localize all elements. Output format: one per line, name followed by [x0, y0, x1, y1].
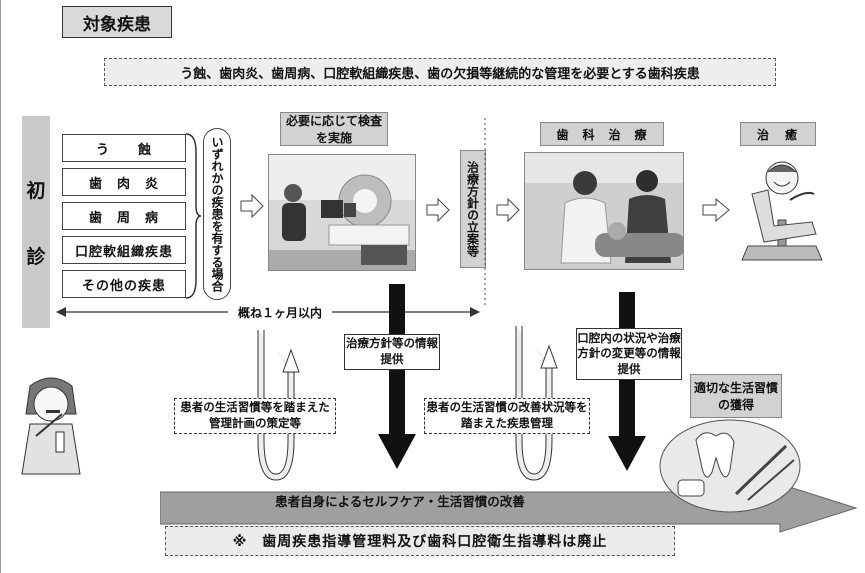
info-arrow-1-icon	[378, 284, 416, 469]
cure-label: 治 癒	[740, 122, 816, 146]
disease-brace	[185, 133, 202, 299]
info-arrow-2-icon	[608, 292, 646, 471]
management-plan-note: 患者の生活習慣等を踏まえた管理計画の策定等	[174, 398, 336, 434]
info-plan-note: 治療方針等の情報提供	[344, 334, 440, 370]
info-change-note: 口腔内の状況や治療方針の変更等の情報提供	[576, 328, 682, 380]
disease-periodontal: 歯 周 病	[62, 202, 186, 230]
dental-treatment-label: 歯 科 治 療	[540, 122, 664, 146]
footer-note: ※ 歯周疾患指導管理料及び歯科口腔衛生指導料は廃止	[165, 526, 675, 556]
first-visit-char-2: 診	[26, 245, 46, 268]
habit-acquisition-label: 適切な生活習慣の獲得	[690, 374, 782, 418]
timeframe-label: 概ね１ヶ月以内	[228, 303, 332, 321]
first-visit-char-1: 初	[26, 179, 46, 202]
treatment-photo-image	[525, 153, 683, 269]
happy-patient-illustration	[741, 161, 823, 261]
child-brushing-illustration	[21, 377, 81, 475]
dental-tools-illustration	[659, 419, 801, 513]
dotted-divider	[484, 118, 486, 308]
disease-management-note: 患者の生活習慣の改善状況等を踏まえた疾患管理	[424, 398, 590, 434]
disease-caries: う 蝕	[62, 134, 186, 162]
first-visit-label: 初 診	[22, 116, 50, 328]
page-left-rule	[0, 0, 1, 573]
exam-label: 必要に応じて検査を実施	[280, 112, 388, 146]
flow-arrow-3-icon	[496, 198, 520, 222]
exam-photo	[268, 154, 416, 271]
selfcare-label: 患者自身によるセルフケア・生活習慣の改善	[275, 493, 525, 509]
disease-other: その他の疾患	[62, 270, 186, 298]
target-description: う蝕、歯肉炎、歯周病、口腔軟組織疾患、歯の欠損等継続的な管理を必要とする歯科疾患	[104, 58, 776, 86]
page-title: 対象疾患	[62, 6, 172, 38]
disease-gingivitis: 歯 肉 炎	[62, 168, 186, 196]
flow-arrow-4-icon	[702, 198, 730, 222]
flow-arrow-2-icon	[426, 198, 450, 222]
exam-photo-image	[269, 155, 415, 270]
flow-arrow-1-icon	[240, 194, 264, 218]
treatment-photo	[524, 152, 684, 270]
condition-label: いずれかの疾患を有する場合	[203, 128, 231, 300]
disease-oral-soft-tissue: 口腔軟組織疾患	[62, 236, 186, 264]
plan-formulation-label: 治療方針の立案等	[460, 150, 486, 268]
